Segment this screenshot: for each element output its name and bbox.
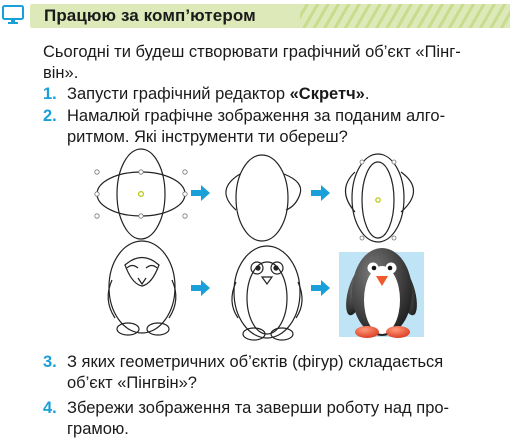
intro-line-2: він». — [43, 64, 79, 82]
step-text-line-1: Намалюй графічне зображення за поданим а… — [67, 107, 446, 125]
figure-colored-penguin — [339, 248, 424, 338]
intro-paragraph: Сьогодні ти будеш створювати графічний о… — [43, 42, 503, 84]
step-1: 1. Запусти графічний редактор «Скретч». — [43, 84, 503, 105]
step-4: 4. Збережи зображення та заверши роботу … — [43, 398, 503, 440]
step-text-end: . — [364, 85, 370, 103]
section-header: Працюю за комп’ютером — [0, 0, 521, 30]
figure-step-1 — [94, 148, 188, 240]
step-number: 1. — [43, 85, 57, 103]
monitor-icon — [2, 5, 24, 24]
step-text-line-2: ритмом. Які інструменти ти обереш? — [67, 128, 348, 146]
arrow-icon — [191, 185, 210, 201]
step-text-line-1: Збережи зображення та заверши роботу над… — [67, 399, 450, 417]
step-text-line-1: З яких геометричних об’єктів (фігур) скл… — [67, 353, 444, 371]
figure-step-4 — [107, 240, 177, 336]
arrow-icon — [311, 185, 330, 201]
step-number: 4. — [43, 399, 57, 417]
step-number: 3. — [43, 353, 57, 371]
step-text-line-2: грамою. — [67, 420, 129, 438]
arrow-icon — [311, 280, 330, 296]
app-name: «Скретч» — [289, 85, 365, 103]
step-number: 2. — [43, 107, 57, 125]
figure-step-5 — [231, 245, 303, 341]
step-3: 3. З яких геометричних об’єктів (фігур) … — [43, 352, 503, 394]
step-text-line-2: об’єкт «Пінгвін»? — [67, 374, 197, 392]
step-text: Запусти графічний редактор — [67, 85, 290, 103]
section-title: Працюю за комп’ютером — [44, 6, 256, 25]
figure-step-3 — [344, 153, 415, 243]
figure-step-2 — [225, 154, 302, 242]
header-stripes — [300, 4, 510, 28]
step-2: 2. Намалюй графічне зображення за подани… — [43, 106, 503, 148]
arrow-icon — [191, 280, 210, 296]
intro-line-1: Сьогодні ти будеш створювати графічний о… — [43, 43, 461, 61]
